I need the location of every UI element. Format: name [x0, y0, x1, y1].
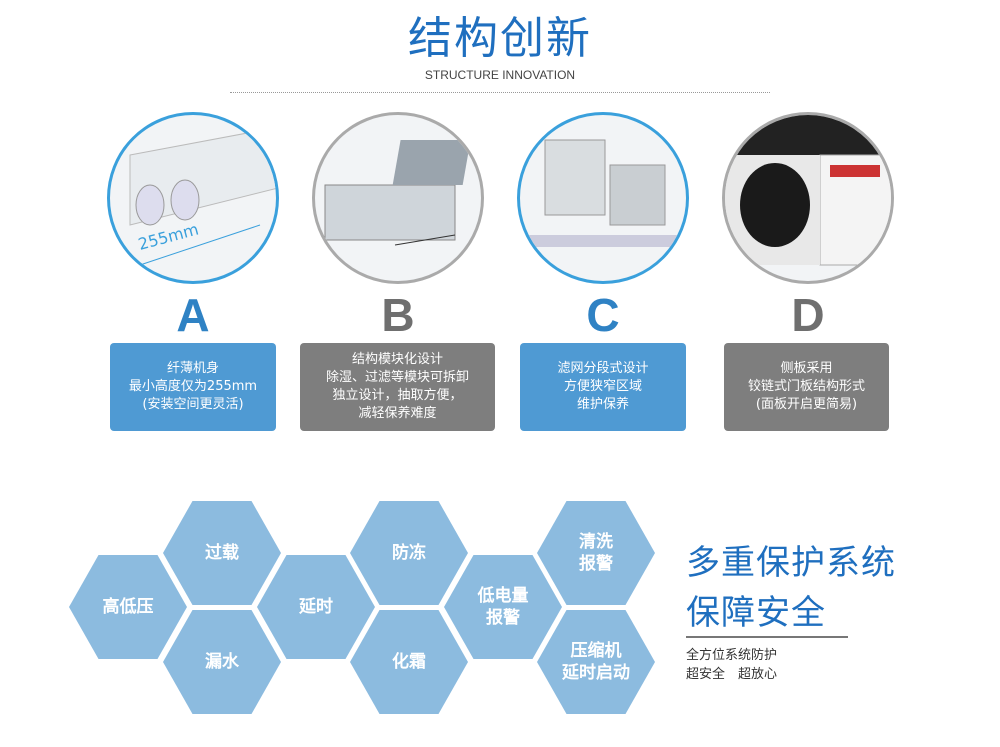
slim-body-image: 255mm	[107, 112, 279, 284]
hex-low-battery-alarm: 低电量报警	[444, 555, 562, 659]
feature-line: (面板开启更简易)	[755, 397, 858, 412]
hex-label: 过载	[205, 543, 239, 563]
modular-structure-image	[312, 112, 484, 284]
feature-line: (安装空间更灵活)	[142, 397, 244, 412]
feature-box-b: 结构模块化设计除湿、过滤等模块可拆卸独立设计，抽取方便， 减轻保养难度	[300, 343, 495, 431]
feature-line: 维护保养	[576, 397, 629, 412]
hex-label: 报警	[579, 554, 613, 574]
protection-title-line1: 多重保护系统	[686, 543, 896, 583]
hex-antifreeze: 防冻	[350, 501, 468, 605]
filter-image	[517, 112, 689, 284]
height-annotation: 255mm	[136, 220, 201, 254]
hex-label: 延时启动	[562, 663, 630, 683]
side-panel-image	[722, 112, 894, 284]
feature-letter-d: D	[791, 289, 825, 341]
protection-title-line2: 保障安全	[686, 593, 826, 633]
protection-subtitle-2: 超安全 超放心	[686, 667, 778, 682]
page-title: 结构创新	[408, 13, 592, 64]
feature-line: 除湿、过滤等模块可拆卸	[325, 370, 469, 385]
hex-label: 漏水	[205, 652, 239, 672]
dotted-divider	[230, 92, 770, 93]
hex-overload: 过载	[163, 501, 281, 605]
hex-water-leak: 漏水	[163, 610, 281, 714]
feature-line: 方便狭窄区域	[563, 379, 642, 394]
feature-line: 纤薄机身	[166, 361, 219, 376]
feature-line: 滤网分段式设计	[557, 361, 649, 376]
hex-label: 防冻	[392, 543, 426, 563]
feature-letter-c: C	[586, 289, 620, 341]
hex-label: 高低压	[102, 597, 154, 617]
hex-label: 化霜	[392, 652, 426, 672]
hex-label: 延时	[299, 597, 333, 617]
feature-letter-a: A	[176, 289, 210, 341]
feature-line: 侧板采用	[780, 361, 833, 376]
feature-line: 结构模块化设计	[351, 352, 443, 367]
hex-cleaning-alarm: 清洗报警	[537, 501, 655, 605]
feature-line: 独立设计，抽取方便，	[332, 388, 463, 403]
feature-letter-b: B	[381, 289, 415, 341]
feature-line: 减轻保养难度	[358, 406, 437, 421]
hex-delay: 延时	[257, 555, 375, 659]
hex-high-low-pressure: 高低压	[69, 555, 187, 659]
title-underline	[686, 636, 848, 638]
hex-compressor-delay: 压缩机延时启动	[537, 610, 655, 714]
hex-label: 低电量	[477, 586, 529, 606]
feature-line: 最小高度仅为255mm	[128, 379, 258, 394]
feature-box-d: 侧板采用铰链式门板结构形式 (面板开启更简易)	[724, 343, 889, 431]
hex-label: 压缩机	[570, 641, 622, 661]
hex-defrost: 化霜	[350, 610, 468, 714]
feature-box-a: 纤薄机身最小高度仅为255mm (安装空间更灵活)	[110, 343, 276, 431]
hex-label: 清洗	[579, 532, 613, 552]
hex-label: 报警	[486, 608, 520, 628]
page-subtitle: STRUCTURE INNOVATION	[424, 68, 576, 82]
feature-box-c: 滤网分段式设计方便狭窄区域维护保养	[520, 343, 686, 431]
feature-line: 铰链式门板结构形式	[747, 379, 865, 394]
protection-subtitle-1: 全方位系统防护	[686, 648, 778, 663]
